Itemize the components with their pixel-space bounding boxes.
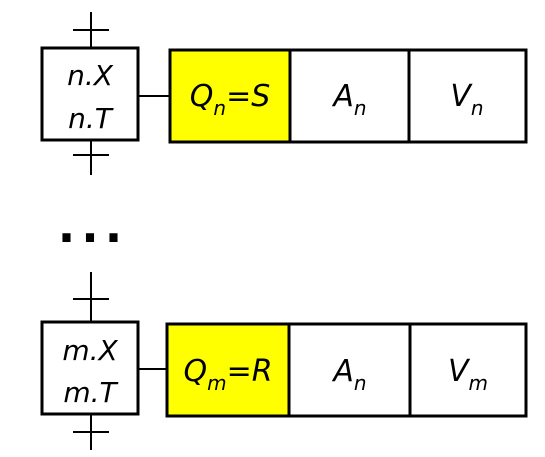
- step-n-variable-text: Vn: [450, 79, 483, 120]
- step-m-action-cell[interactable]: [287, 322, 412, 418]
- step-n-qualifier-text: Qn=S: [190, 79, 271, 120]
- step-m-label-t: m.T: [63, 376, 118, 409]
- step-m-qualifier-cell[interactable]: [165, 322, 291, 418]
- step-n-box[interactable]: [40, 46, 140, 142]
- step-n-group: n.X n.T Qn=S An Vn: [40, 12, 528, 175]
- step-n-label-t: n.T: [68, 102, 114, 135]
- step-n-label-x: n.X: [67, 59, 114, 92]
- step-n-action-cell[interactable]: [288, 48, 411, 144]
- step-m-variable-cell[interactable]: [408, 322, 528, 418]
- step-n-variable-cell[interactable]: [407, 48, 528, 144]
- step-m-action-text: An: [331, 354, 366, 395]
- step-m-label-x: m.X: [62, 334, 118, 367]
- ellipsis: ...: [58, 199, 128, 253]
- step-m-group: m.X m.T Qm=R An Vm: [40, 272, 528, 450]
- step-m-qualifier-text: Qm=R: [183, 354, 272, 395]
- step-m-variable-text: Vm: [448, 354, 488, 395]
- step-n-action-text: An: [331, 79, 366, 120]
